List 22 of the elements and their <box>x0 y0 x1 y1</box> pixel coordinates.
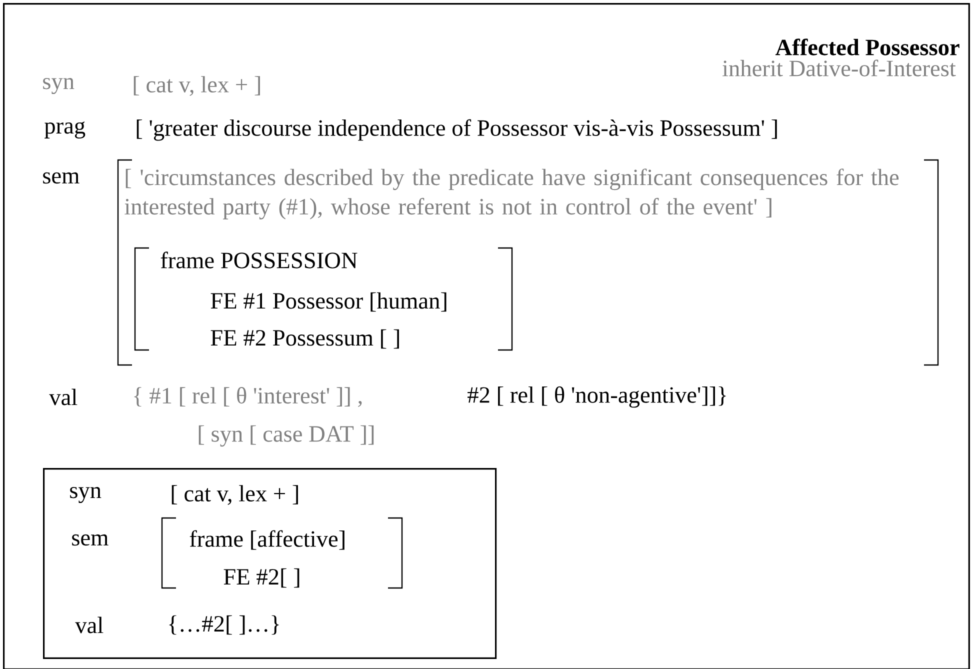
attribute-value: [ 'circumstances described by the predicate have significant consequences for the interested party (#1), whose referent is not in control of the event' ] <box>124 168 899 220</box>
attribute-value: [ 'greater discourse independence of Possessor vis-à-vis Possessum' ] <box>136 119 777 141</box>
attribute-value: [ cat v, lex + ] <box>134 76 260 96</box>
attribute-value: frame POSSESSION <box>160 252 358 268</box>
attribute-name: val <box>49 388 78 406</box>
attribute-value: [ syn [ case DAT ]] <box>198 425 374 447</box>
attribute-name: syn <box>43 78 74 94</box>
attribute-name: sem <box>72 534 108 546</box>
attribute-name: sem <box>43 172 80 184</box>
attribute-name: prag <box>44 122 86 139</box>
inheritance-note: inherit Dative-of-Interest <box>722 60 956 76</box>
attribute-value: frame [affective] <box>190 530 344 550</box>
attribute-value: [ cat v, lex + ] <box>172 485 298 505</box>
attribute-value: FE #2[ ] <box>224 568 300 588</box>
attribute-name: val <box>75 616 104 634</box>
attribute-name: syn <box>70 487 102 504</box>
attribute-value: { #1 [ rel [ θ 'interest' ]] , <box>134 387 362 407</box>
construction-title: Affected Possessor <box>775 38 960 56</box>
attribute-value: {…#2[ ]…} <box>169 615 279 635</box>
attribute-value: FE #1 Possessor [human] <box>210 292 446 312</box>
attribute-value: FE #2 Possessum [ ] <box>210 329 399 349</box>
attribute-value: #2 [ rel [ θ 'non-agentive']]} <box>468 386 726 408</box>
